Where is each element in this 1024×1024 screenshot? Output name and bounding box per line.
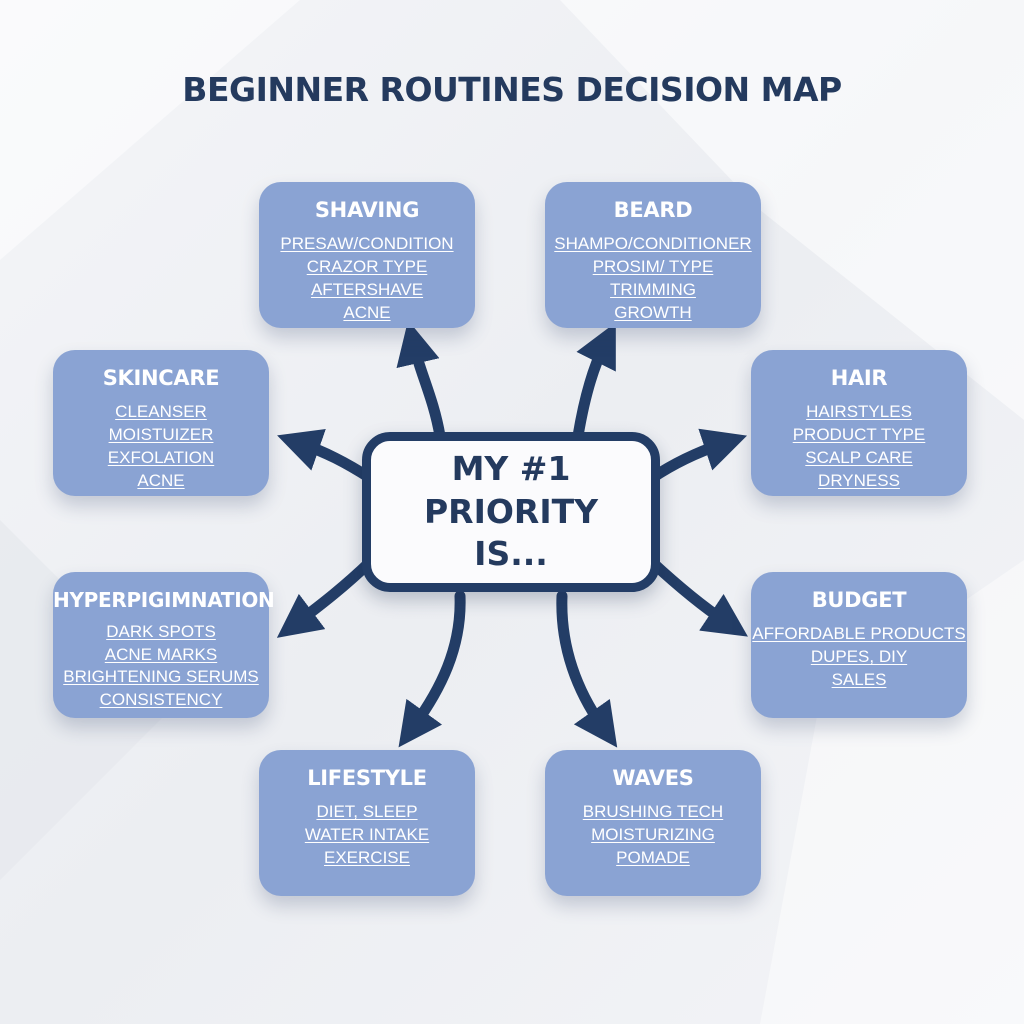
node-item[interactable]: ACNE MARKS (104, 644, 218, 664)
node-title: SHAVING (314, 198, 420, 222)
node-item[interactable]: TRIMMING (610, 280, 696, 300)
node-item[interactable]: BRUSHING TECH (582, 802, 724, 822)
node-item[interactable]: HAIRSTYLES (806, 402, 912, 422)
node-item[interactable]: SALES (831, 670, 887, 690)
node-title: BUDGET (811, 588, 907, 612)
node-item[interactable]: DUPES, DIY (810, 647, 908, 667)
node-title: SKINCARE (102, 366, 220, 390)
node-title: HYPERPIGIMNATION (53, 588, 275, 612)
node-waves: WAVES BRUSHING TECH MOISTURIZING POMADE (545, 750, 761, 896)
arrow-to-shaving (396, 320, 446, 442)
node-lifestyle: LIFESTYLE DIET, SLEEP WATER INTAKE EXERC… (259, 750, 475, 896)
node-item[interactable]: PRODUCT TYPE (792, 425, 926, 445)
node-item[interactable]: CLEANSER (115, 402, 207, 422)
arrow-to-beard (572, 322, 616, 442)
node-beard: BEARD SHAMPO/CONDITIONER PROSIM/ TYPE TR… (545, 182, 761, 328)
node-skincare: SKINCARE CLEANSER MOISTUIZER EXFOLATION … (53, 350, 269, 496)
node-item[interactable]: EXERCISE (324, 848, 410, 868)
arrow-to-lifestyle (398, 590, 466, 748)
node-item[interactable]: DIET, SLEEP (316, 802, 418, 822)
node-title: WAVES (612, 766, 694, 790)
node-item[interactable]: SCALP CARE (805, 448, 913, 468)
node-item[interactable]: ACNE (343, 303, 391, 323)
center-priority-label: MY #1 PRIORITY IS... (423, 448, 599, 574)
node-item[interactable]: CRAZOR TYPE (306, 257, 428, 277)
page-title: BEGINNER ROUTINES DECISION MAP (182, 70, 842, 109)
arrow-to-hair (646, 428, 748, 484)
arrow-to-waves (556, 590, 618, 748)
node-item[interactable]: MOISTURIZING (591, 825, 715, 845)
arrow-to-skincare (277, 429, 376, 484)
node-item[interactable]: PRESAW/CONDITION (280, 234, 454, 254)
arrow-to-budget (646, 556, 748, 637)
node-hyperpigmentation: HYPERPIGIMNATION DARK SPOTS ACNE MARKS B… (53, 572, 275, 718)
node-item[interactable]: BRIGHTENING SERUMS (63, 667, 259, 686)
node-item[interactable]: DARK SPOTS (106, 622, 216, 641)
center-priority-box: MY #1 PRIORITY IS... (362, 432, 660, 592)
node-budget: BUDGET AFFORDABLE PRODUCTS DUPES, DIY SA… (751, 572, 967, 718)
node-hair: HAIR HAIRSTYLES PRODUCT TYPE SCALP CARE … (751, 350, 967, 496)
node-item[interactable]: PROSIM/ TYPE (592, 257, 714, 277)
node-item[interactable]: MOISTUIZER (108, 425, 214, 445)
node-item[interactable]: DRYNESS (818, 471, 900, 491)
node-item[interactable]: GROWTH (614, 303, 692, 323)
node-item[interactable]: POMADE (616, 848, 690, 868)
node-shaving: SHAVING PRESAW/CONDITION CRAZOR TYPE AFT… (259, 182, 475, 328)
node-title: HAIR (830, 366, 888, 390)
node-title: LIFESTYLE (307, 766, 427, 790)
node-item[interactable]: CONSISTENCY (99, 689, 223, 709)
node-item[interactable]: WATER INTAKE (304, 825, 430, 845)
node-item[interactable]: EXFOLATION (107, 448, 215, 468)
node-item[interactable]: AFTERSHAVE (310, 280, 424, 300)
node-item[interactable]: ACNE (137, 471, 185, 491)
node-item[interactable]: AFFORDABLE PRODUCTS (752, 624, 966, 644)
node-item[interactable]: SHAMPO/CONDITIONER (554, 234, 752, 254)
node-title: BEARD (613, 198, 693, 222)
arrow-to-hyperpigmentation (276, 556, 376, 638)
